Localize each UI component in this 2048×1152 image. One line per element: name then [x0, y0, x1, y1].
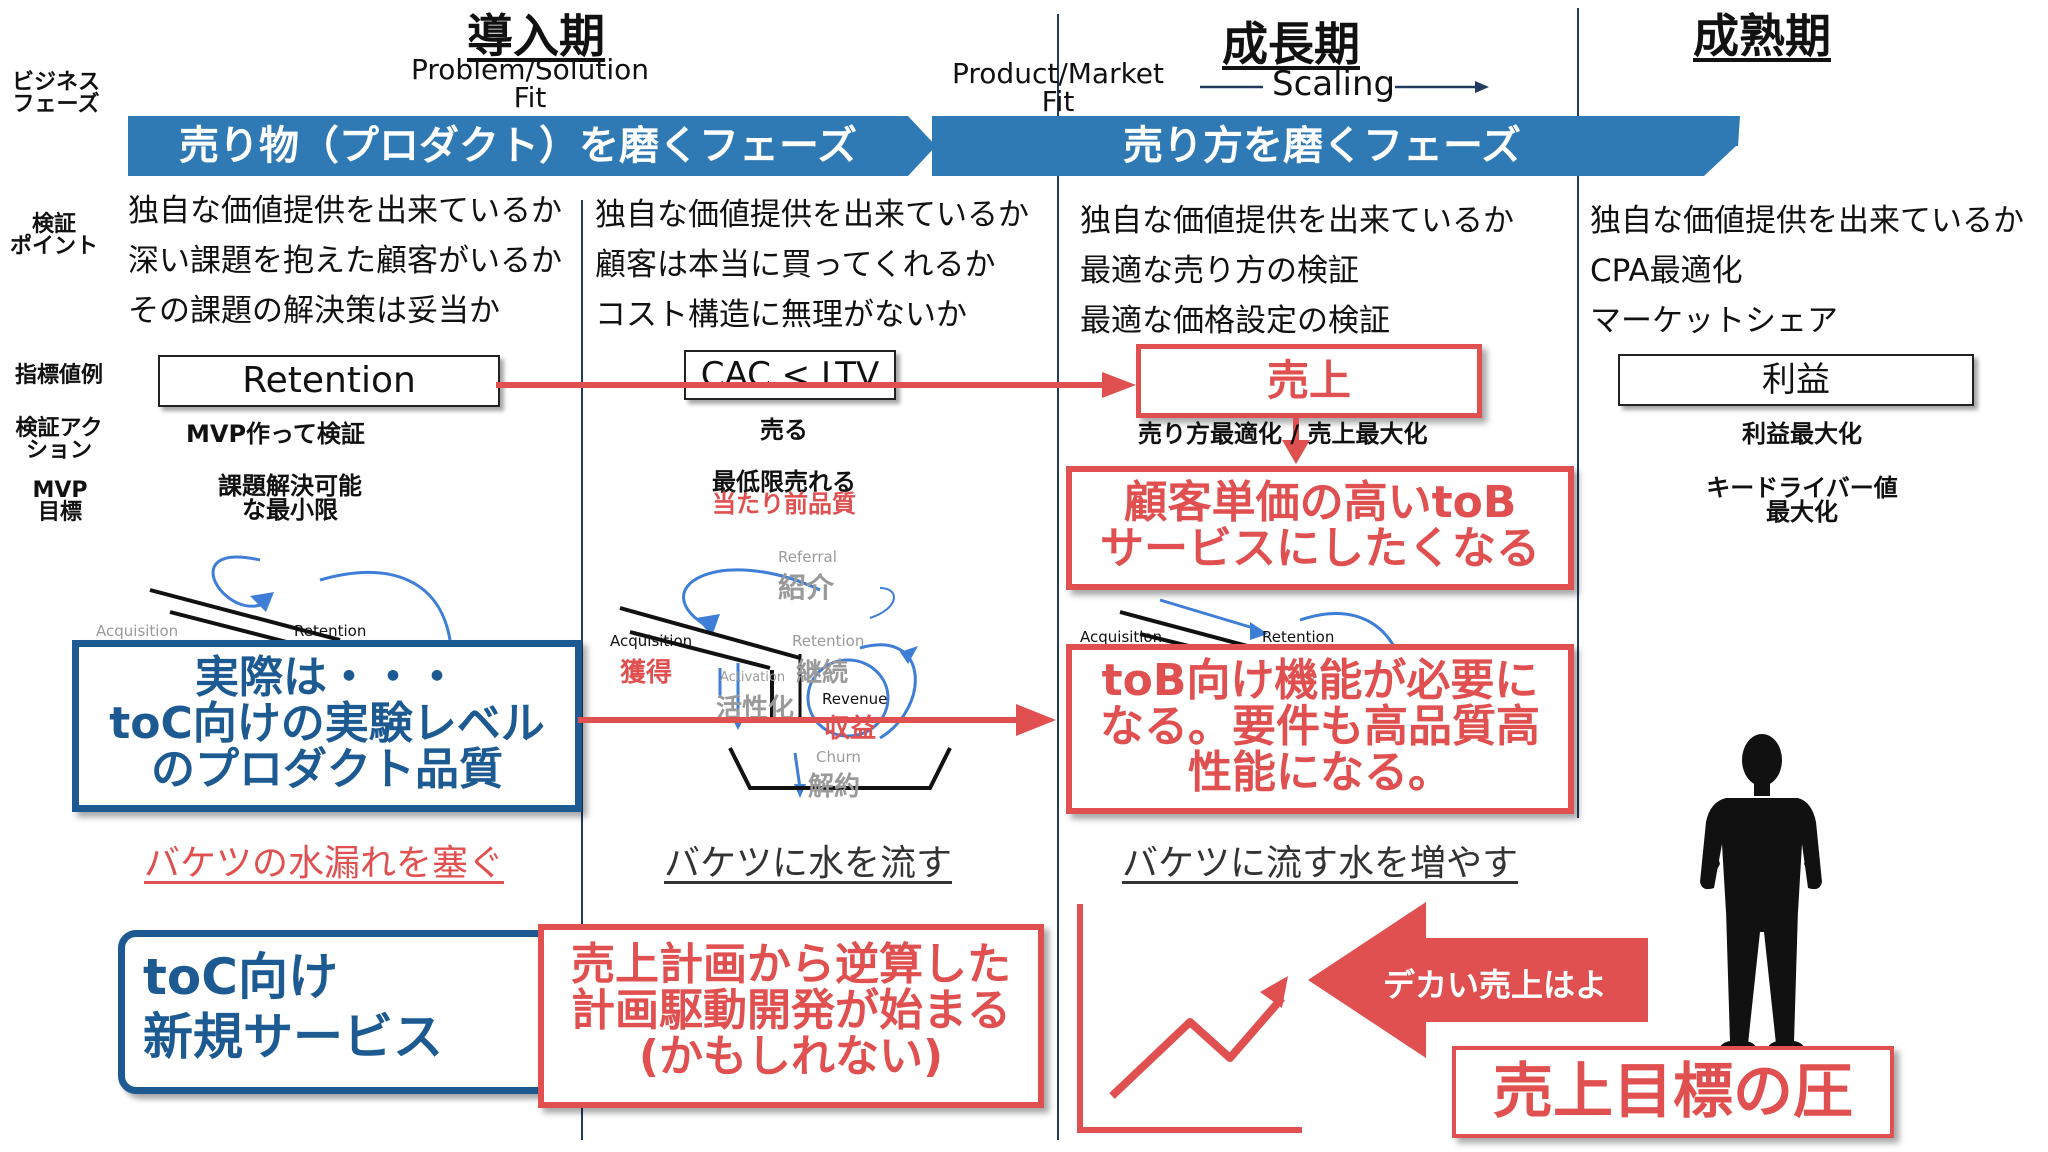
big-sales-label: デカい売上はよ	[1382, 966, 1607, 1004]
funnel-col2-referral-jp: 紹介	[778, 571, 835, 604]
row-label-mvp-goal: MVP 目標	[32, 478, 88, 525]
funnel-col1-acquisition: Acquisition	[96, 622, 179, 640]
phase-title-intro: 導入期	[467, 9, 605, 63]
callout-pressure: 売上目標の圧	[1452, 1046, 1894, 1138]
banner-product-label: 売り物（プロダクト）を磨くフェーズ	[179, 123, 857, 169]
funnel-col2-churn-jp: 解約	[808, 772, 861, 802]
action-col4: 利益最大化	[1742, 420, 1862, 448]
check-item: その課題の解決策は妥当か	[128, 293, 500, 329]
metric-retention: Retention	[158, 355, 500, 407]
funnel-col2-acquisition-jp: 獲得	[620, 658, 673, 688]
mvp-goal-col2-b: 当たり前品質	[712, 490, 856, 518]
reality-to-tob-arrow-icon	[578, 704, 1056, 736]
check-item: 深い課題を抱えた顧客がいるか	[128, 243, 562, 279]
callout-reality: 実際は・・・ toC向けの実験レベル のプロダクト品質	[72, 640, 582, 812]
banner-arrow-product	[128, 116, 936, 176]
funnel-col2-activation: Activation	[720, 670, 786, 685]
action-col3: 売り方最適化 / 売上最大化	[1138, 420, 1428, 448]
check-item: 最適な価格設定の検証	[1080, 303, 1390, 339]
funnel-col2-referral: Referral	[778, 548, 837, 566]
milestone-pmf: Product/Market Fit	[952, 57, 1164, 118]
funnel-col1-retention: Retention	[294, 622, 367, 640]
check-item: マーケットシェア	[1590, 303, 1838, 339]
check-item: 独自な価値提供を出来ているか	[128, 193, 562, 229]
check-list-col1: 独自な価値提供を出来ているか 深い課題を抱えた顧客がいるか その課題の解決策は妥…	[128, 186, 562, 336]
row-label-check-action: 検証アク ション	[15, 416, 103, 463]
bucket-caption-col2: バケツに水を流す	[664, 843, 953, 884]
funnel-col2-retention: Retention	[792, 632, 865, 650]
metric-profit: 利益	[1618, 354, 1974, 406]
metric-sales: 売上	[1136, 344, 1482, 418]
funnel-col2-acquisition: Acquisition	[610, 632, 693, 650]
funnel-sketch-col2	[619, 568, 952, 798]
divider-intro-psf	[581, 200, 583, 1140]
callout-plan-driven: 売上計画から逆算した 計画駆動開発が始まる (かもしれない)	[538, 924, 1044, 1108]
person-silhouette-icon	[1700, 734, 1822, 1056]
milestone-psf: Problem/Solution Fit	[411, 53, 649, 114]
check-list-col4: 独自な価値提供を出来ているか CPA最適化 マーケットシェア	[1590, 196, 2024, 346]
callout-tob-price: 顧客単価の高いtoB サービスにしたくなる	[1066, 466, 1574, 590]
mvp-goal-col4: キードライバー値 最大化	[1706, 474, 1898, 526]
funnel-sketch-col1	[149, 555, 452, 650]
mvp-goal-col1: 課題解決可能 な最小限	[218, 472, 362, 524]
bucket-caption-col3: バケツに流す水を増やす	[1122, 843, 1519, 884]
metric-cac-ltv: CAC < LTV	[684, 350, 896, 400]
check-item: CPA最適化	[1590, 253, 1743, 289]
check-item: 独自な価値提供を出来ているか	[595, 197, 1029, 233]
mvp-goal-col2-a: 最低限売れる	[712, 468, 856, 496]
check-item: 独自な価値提供を出来ているか	[1080, 203, 1514, 239]
banner-arrow-sales	[932, 116, 1740, 176]
funnel-col3-acquisition: Acquisition	[1080, 628, 1163, 646]
sales-down-arrow-icon	[1282, 414, 1310, 464]
funnel-col2-churn: Churn	[816, 748, 861, 766]
bucket-caption-col1: バケツの水漏れを塞ぐ	[144, 843, 505, 884]
divider-mature	[1577, 8, 1579, 818]
callout-toc-new-text: toC向け 新規サービス	[143, 948, 443, 1066]
check-item: 最適な売り方の検証	[1080, 253, 1359, 289]
milestone-scaling: Scaling	[1272, 64, 1396, 104]
action-col2: 売る	[760, 416, 808, 444]
phase-title-growth: 成長期	[1222, 17, 1360, 71]
action-col1: MVP作って検証	[186, 420, 365, 448]
metric-arrow-icon	[496, 372, 1136, 398]
row-label-metric-example: 指標値例	[14, 363, 103, 388]
scaling-arrow-icon	[1200, 81, 1489, 93]
check-item: 独自な価値提供を出来ているか	[1590, 203, 2024, 239]
check-list-col3: 独自な価値提供を出来ているか 最適な売り方の検証 最適な価格設定の検証	[1080, 196, 1514, 346]
funnel-col3-retention: Retention	[1262, 628, 1335, 646]
row-label-business-phase: ビジネス フェーズ	[11, 70, 100, 117]
funnel-col2-revenue: Revenue	[822, 690, 888, 708]
big-sales-arrow-icon	[1308, 902, 1648, 1058]
row-label-check-points: 検証 ポイント	[9, 212, 98, 259]
banner-sales-label: 売り方を磨くフェーズ	[1123, 123, 1521, 169]
check-item: 顧客は本当に買ってくれるか	[595, 247, 996, 283]
funnel-col2-retention-jp: 継続	[796, 658, 849, 688]
growth-chart-icon	[1077, 904, 1302, 1133]
check-list-col2: 独自な価値提供を出来ているか 顧客は本当に買ってくれるか コスト構造に無理がない…	[595, 190, 1029, 340]
check-item: コスト構造に無理がないか	[595, 297, 967, 333]
callout-tob-features: toB向け機能が必要に なる。要件も高品質高 性能になる。	[1066, 644, 1574, 814]
callout-toc-new: toC向け 新規サービス	[118, 930, 572, 1094]
phase-title-mature: 成熟期	[1693, 9, 1831, 63]
divider-pmf	[1057, 14, 1059, 1140]
